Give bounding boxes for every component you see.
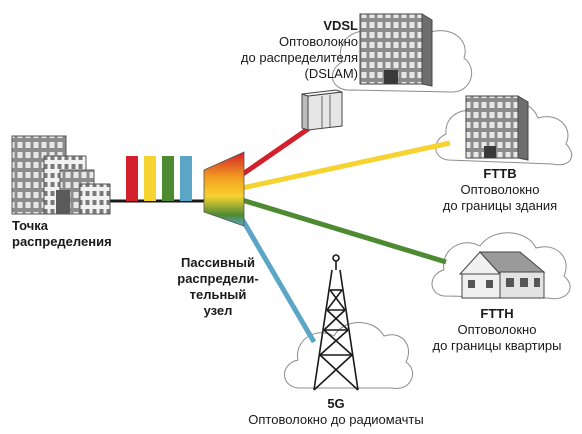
dslam-cabinet: [301, 89, 343, 131]
vdsl-line-1: Оптоволокно: [279, 34, 358, 49]
splitter-line-2: распредели-: [177, 271, 259, 286]
vdsl-line-2: до распределителя: [240, 50, 358, 65]
vdsl-label: VDSL Оптоволокно до распределителя (DSLA…: [232, 18, 358, 82]
fttb-line-2: до границы здания: [442, 198, 558, 213]
fiber-red-line: [238, 119, 320, 179]
vdsl-title: VDSL: [323, 18, 358, 33]
color-bar-yellow: [144, 156, 156, 201]
fiber-green-line: [241, 197, 447, 265]
passive-splitter: [203, 151, 245, 227]
distribution-point-title-1: Точка: [12, 218, 49, 233]
ftth-line-2: до границы квартиры: [432, 338, 562, 353]
ftth-house: [458, 251, 546, 299]
fttb-label: FTTB Оптоволокно до границы здания: [430, 166, 570, 214]
distribution-point-title-2: распределения: [12, 234, 112, 249]
splitter-line-1: Пассивный: [181, 255, 255, 270]
ftth-label: FTTH Оптоволокно до границы квартиры: [416, 306, 578, 354]
distribution-point-label: Точка распределения: [12, 218, 112, 250]
g5-title: 5G: [327, 396, 345, 411]
distribution-point-building: [11, 135, 111, 215]
vdsl-line-3: (DSLAM): [304, 66, 358, 81]
fttb-title: FTTB: [483, 166, 517, 181]
fiber-blue-line: [235, 210, 317, 344]
ftth-line-1: Оптоволокно: [457, 322, 537, 337]
radio-tower: [313, 254, 359, 391]
vdsl-building: [359, 13, 433, 87]
fiber-yellow-line: [241, 140, 451, 191]
g5-line-1: Оптоволокно до радиомачты: [248, 412, 424, 427]
splitter-line-4: узел: [203, 303, 233, 318]
color-bar-green: [162, 156, 174, 201]
splitter-label: Пассивный распредели- тельный узел: [168, 255, 268, 319]
ftth-title: FTTH: [480, 306, 514, 321]
fttb-building: [465, 95, 529, 161]
color-bar-red: [126, 156, 138, 201]
g5-label: 5G Оптоволокно до радиомачты: [236, 396, 436, 428]
color-bar-blue: [180, 156, 192, 201]
fttb-line-1: Оптоволокно: [460, 182, 540, 197]
splitter-line-3: тельный: [189, 287, 247, 302]
